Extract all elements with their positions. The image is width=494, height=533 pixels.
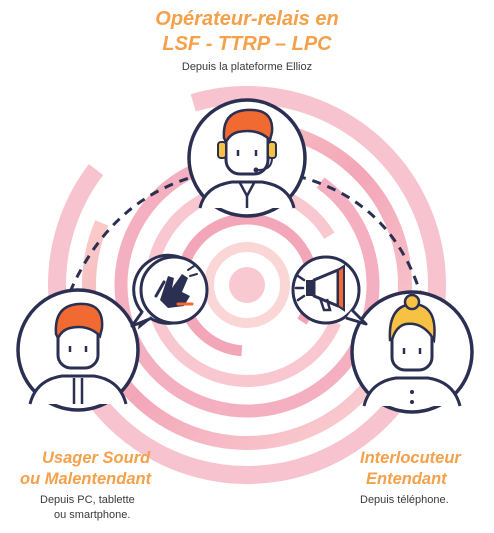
deaf-user-subtitle-line1: Depuis PC, tablette (40, 494, 135, 506)
ring-5 (175, 213, 319, 357)
dashed-connector-right (296, 174, 422, 293)
deaf-user-title-line1: Usager Sourd (42, 449, 151, 467)
megaphone-icon (291, 255, 368, 326)
operator-title-line1: Opérateur-relais en (155, 8, 339, 30)
hearing-person-icon (350, 290, 474, 414)
operator-subtitle: Depuis la plateforme Ellioz (181, 61, 313, 73)
deaf-user-title-line2: ou Malentendant (20, 470, 152, 488)
operator-headset-icon (187, 98, 307, 218)
ring-6 (204, 242, 290, 328)
hearing-person-title-line1: Interlocuteur (360, 449, 461, 467)
hearing-person-title-line2: Entendant (366, 470, 447, 488)
hearing-person-subtitle: Depuis téléphone. (360, 494, 449, 506)
sign-language-hands-icon (130, 253, 209, 330)
deaf-user-subtitle-line2: ou smartphone. (54, 509, 131, 521)
ring-core (229, 267, 265, 303)
operator-title-line2: LSF - TTRP – LPC (162, 33, 332, 55)
dashed-connector-left (68, 174, 197, 293)
deaf-user-icon (16, 288, 140, 412)
ring-4 (145, 183, 349, 387)
